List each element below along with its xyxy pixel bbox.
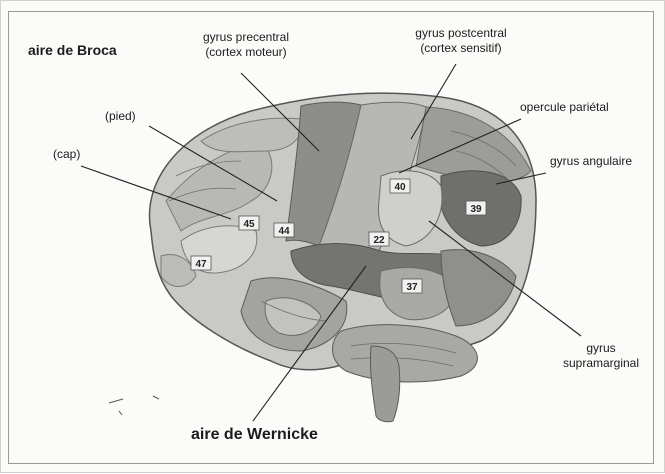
label-supramarginal: gyrus supramarginal: [546, 341, 656, 371]
stray-marks: [109, 396, 159, 415]
area-box-40: 40: [390, 179, 410, 193]
label-postcentral: gyrus postcentral (cortex sensitif): [396, 26, 526, 56]
area-box-45: 45: [239, 216, 259, 230]
label-postcentral-line2: (cortex sensitif): [396, 41, 526, 56]
svg-text:37: 37: [406, 282, 418, 293]
label-broca: aire de Broca: [28, 43, 117, 58]
label-precentral-line1: gyrus precentral: [181, 30, 311, 45]
area-box-22: 22: [369, 232, 389, 246]
area-box-47: 47: [191, 256, 211, 270]
label-precentral: gyrus precentral (cortex moteur): [181, 30, 311, 60]
area-box-39: 39: [466, 201, 486, 215]
label-precentral-line2: (cortex moteur): [181, 45, 311, 60]
area-box-37: 37: [402, 279, 422, 293]
label-postcentral-line1: gyrus postcentral: [396, 26, 526, 41]
label-cap: (cap): [53, 147, 80, 162]
svg-text:47: 47: [195, 259, 207, 270]
label-supramarginal-line2: supramarginal: [546, 356, 656, 371]
label-opercule: opercule pariétal: [520, 100, 609, 115]
brainstem: [370, 346, 399, 422]
label-angulaire: gyrus angulaire: [550, 154, 632, 169]
area-box-44: 44: [274, 223, 294, 237]
svg-text:44: 44: [278, 226, 290, 237]
svg-text:39: 39: [470, 204, 482, 215]
label-supramarginal-line1: gyrus: [546, 341, 656, 356]
svg-text:22: 22: [373, 235, 385, 246]
svg-text:45: 45: [243, 219, 255, 230]
label-pied: (pied): [105, 109, 136, 124]
label-wernicke: aire de Wernicke: [191, 427, 318, 442]
svg-text:40: 40: [394, 182, 406, 193]
